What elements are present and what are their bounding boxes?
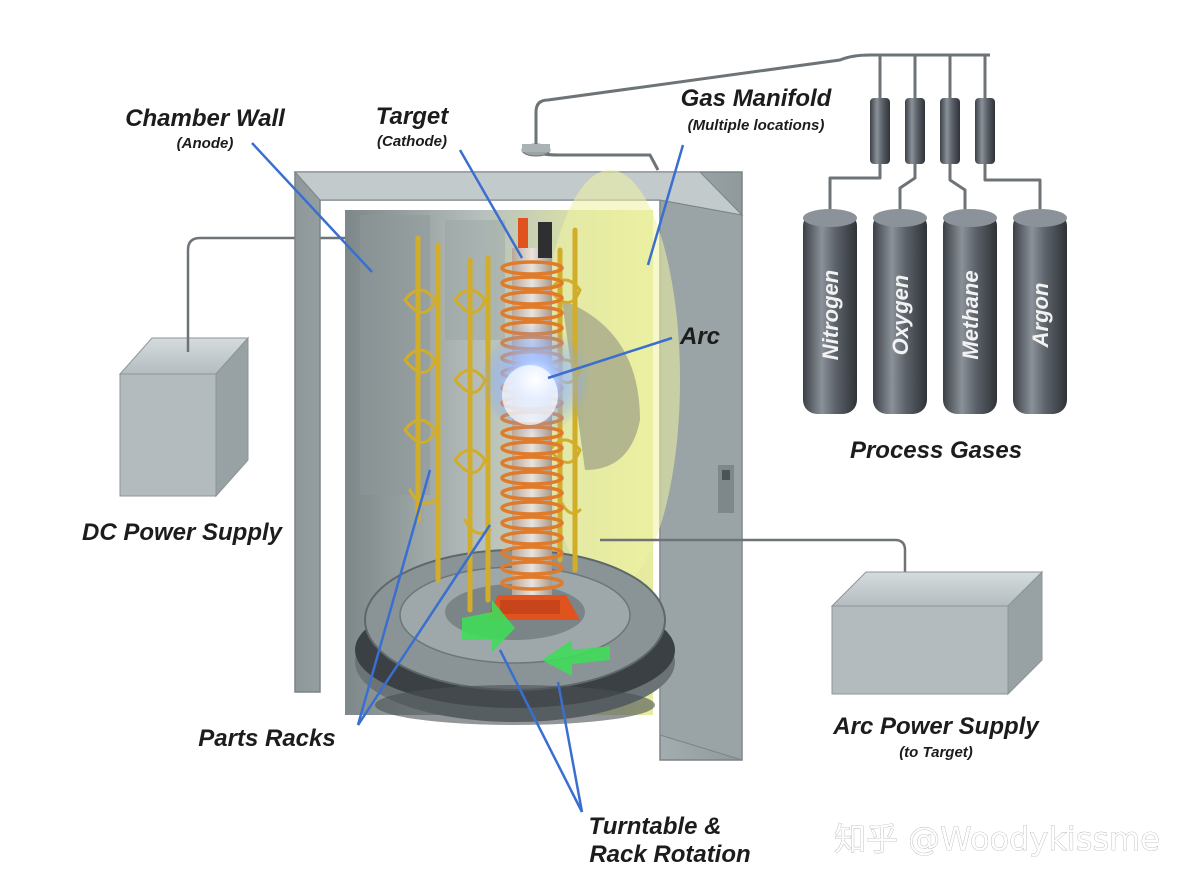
dc-power-cable: [186, 236, 418, 352]
label-gas-manifold-sub: (Multiple locations): [688, 117, 825, 134]
gas-tank-nitrogen: [803, 209, 857, 414]
gas-tank-methane: [943, 209, 997, 414]
label-parts-racks: Parts Racks: [198, 725, 335, 752]
coil-turn: [500, 275, 564, 291]
label-arc-power-supply-sub: (to Target): [899, 744, 973, 761]
tank-label-methane: Methane: [958, 270, 983, 359]
label-arc: Arc: [679, 323, 720, 350]
label-process-gases: Process Gases: [850, 437, 1022, 464]
gas-inlet-valve: [521, 143, 551, 157]
coil-turn: [500, 440, 564, 456]
coil-turn: [500, 530, 564, 546]
coil-turn: [500, 260, 564, 276]
gas-tank-oxygen: [873, 209, 927, 414]
coil-turn: [500, 290, 564, 306]
arc-power-supply-box: [830, 570, 1044, 696]
coil-turn: [500, 545, 564, 561]
label-arc-power-supply: Arc Power Supply: [832, 713, 1040, 740]
leader-lines: [251, 142, 685, 813]
dc-power-supply-box: [118, 336, 250, 498]
rotation-arrow-right: [542, 640, 610, 676]
coil-turn: [500, 560, 564, 576]
label-turntable-line2: Rack Rotation: [589, 841, 750, 868]
coil-turn: [500, 515, 564, 531]
label-turntable-line1: Turntable &: [589, 813, 722, 840]
tank-label-argon: Argon: [1028, 283, 1053, 349]
tank-label-oxygen: Oxygen: [888, 275, 913, 356]
coil-turn: [500, 470, 564, 486]
label-target-sub: (Cathode): [377, 133, 447, 150]
tank-label-nitrogen: Nitrogen: [818, 270, 843, 360]
rotation-arrow-left: [462, 600, 515, 652]
coil-turn: [500, 500, 564, 516]
coil-turn: [500, 485, 564, 501]
label-chamber-wall: Chamber Wall: [125, 105, 286, 132]
label-dc-power-supply: DC Power Supply: [82, 519, 284, 546]
arc-power-cable: [600, 538, 907, 590]
label-target: Target: [376, 103, 449, 130]
label-gas-manifold: Gas Manifold: [681, 85, 833, 112]
label-chamber-wall-sub: (Anode): [177, 135, 234, 152]
coil-turn: [500, 305, 564, 321]
watermark: 知乎 @Woodykissme: [834, 820, 1160, 858]
gas-regulators: [870, 98, 995, 164]
coil-turn: [500, 455, 564, 471]
coil-turn: [500, 575, 564, 591]
gas-tank-argon: [1013, 209, 1067, 414]
arc-plasma: [480, 325, 590, 435]
